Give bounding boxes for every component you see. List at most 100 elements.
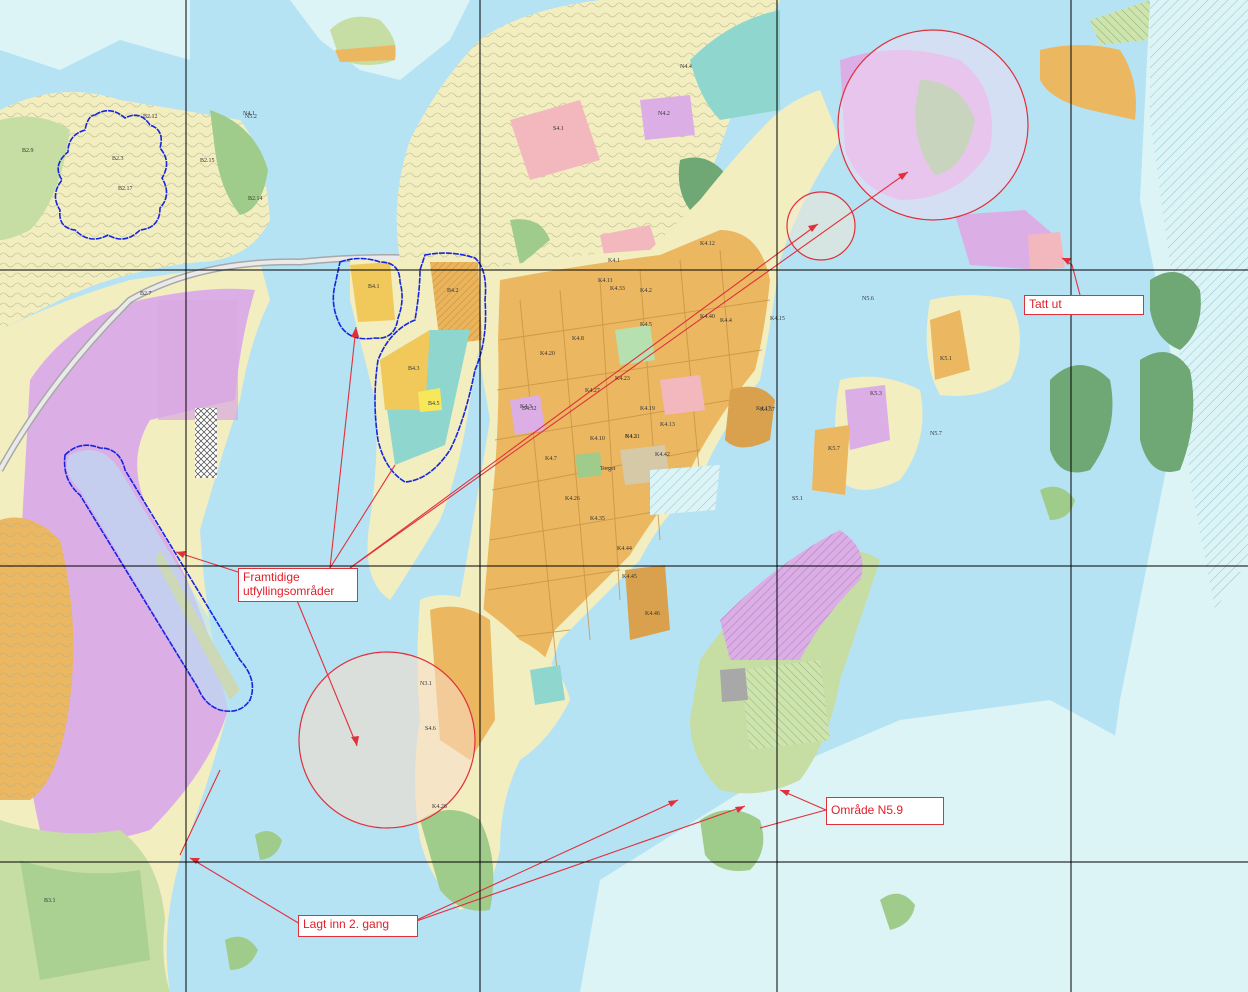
callout-framtidige-utfyllingsomrader: Framtidige utfyllingsområder <box>238 568 358 602</box>
east-pier-block <box>725 386 775 448</box>
cloud-outline-nw <box>54 109 168 240</box>
zone-label: S4.6 <box>425 726 436 732</box>
south-green <box>420 810 494 911</box>
north-industrial-1 <box>640 95 695 140</box>
nw-green-hill <box>210 110 268 215</box>
zone-label: K4.37 <box>760 407 775 413</box>
southeast-grey <box>720 668 748 702</box>
zone-label: K4.17 <box>756 406 771 412</box>
zone-label: B2.7 <box>140 291 152 297</box>
zone-label: K4.2 <box>640 288 652 294</box>
zone-label: K4.27 <box>585 388 600 394</box>
east-commercial-middle <box>930 310 970 380</box>
reclamation-d <box>418 388 442 412</box>
outer-island-6 <box>255 831 282 860</box>
reclamation-a <box>350 262 395 322</box>
east-pier-2 <box>625 565 670 640</box>
zone-label: B4.3 <box>408 366 420 372</box>
outer-island-5 <box>880 893 915 930</box>
outer-island-1 <box>1050 365 1113 473</box>
zone-label: K4.10 <box>590 436 605 442</box>
zone-label: K4.45 <box>622 574 637 580</box>
zone-label: K4.46 <box>645 611 660 617</box>
zone-label: K4.4 <box>720 318 732 324</box>
callout-omrade-n59: Område N5.9 <box>826 797 944 825</box>
circle-south <box>298 651 476 829</box>
outer-island-7 <box>225 936 258 970</box>
zone-label: K4.13 <box>660 422 675 428</box>
west-hatched-pier <box>195 408 217 478</box>
zone-label: K4.8 <box>572 336 584 342</box>
central-public-block <box>660 375 705 415</box>
zone-label: K4.5 <box>640 322 652 328</box>
central-green-block <box>615 325 655 365</box>
northwest-green <box>0 116 70 240</box>
zone-label: K4.19 <box>640 406 655 412</box>
zone-label: K5.7 <box>828 446 840 452</box>
cloud-outline-reclamation-a <box>332 257 403 340</box>
southeast-green-hatch <box>740 660 830 750</box>
east-island-2-red <box>1028 232 1065 270</box>
reclamation-c-res <box>380 330 430 410</box>
zone-label: N5.6 <box>862 296 874 302</box>
zone-label: K5.3 <box>870 391 882 397</box>
callout-framtidige-line1: Framtidige <box>243 570 300 584</box>
east-island-3 <box>1040 45 1136 120</box>
zone-label: B3.1 <box>44 898 56 904</box>
zone-label: K4.7 <box>545 456 557 462</box>
outer-island-3 <box>1150 272 1201 350</box>
zone-label: K4.28 <box>432 804 447 810</box>
south-harbour <box>530 665 565 705</box>
zone-label: K4.42 <box>655 452 670 458</box>
zone-label: N3.1 <box>420 681 432 687</box>
zone-label: B4.32 <box>522 406 537 412</box>
southeast-islands <box>700 810 764 871</box>
zone-label: B2.9 <box>22 148 34 154</box>
zone-label: K4.44 <box>617 546 632 552</box>
zone-label: B4.1 <box>368 284 380 290</box>
zone-label: K4.3 <box>520 404 532 410</box>
northwest-sea-zone <box>0 0 190 70</box>
zone-label: N4.4 <box>680 64 692 70</box>
callout-framtidige-line2: utfyllingsområder <box>243 584 335 598</box>
north-green-2 <box>510 219 550 265</box>
zone-label: N4.1 <box>243 111 255 117</box>
west-pier-1 <box>158 300 238 420</box>
cloud-outline-reclamation-b <box>374 252 487 483</box>
east-commercial-lower <box>812 425 850 495</box>
zone-label: B4.2 <box>447 288 459 294</box>
zone-label: B2.15 <box>200 158 215 164</box>
zone-label: K4.35 <box>590 516 605 522</box>
zone-label: K4.40 <box>700 314 715 320</box>
east-islets <box>1090 0 1150 45</box>
zone-label: N4.2 <box>658 111 670 117</box>
reclamation-b <box>430 262 482 345</box>
zone-label: N4.3 <box>625 434 637 440</box>
west-cloud-zone <box>66 450 246 711</box>
zone-label: S4.1 <box>553 126 564 132</box>
zone-label: S5.1 <box>792 496 803 502</box>
north-public-1 <box>510 100 600 180</box>
zone-label: K4.33 <box>610 286 625 292</box>
east-industrial-lower <box>845 385 890 450</box>
zone-label: N5.2 <box>245 114 257 120</box>
callout-lagt-inn: Lagt inn 2. gang <box>298 915 418 937</box>
zone-label: Torget <box>600 466 616 472</box>
zone-label: K4.26 <box>565 496 580 502</box>
zone-label: N5.7 <box>930 431 942 437</box>
zone-label: B2.14 <box>248 196 263 202</box>
outer-island-4 <box>1040 486 1075 520</box>
zone-label: B2.12 <box>143 114 158 120</box>
cloud-outline-west <box>63 444 254 713</box>
zone-label: K4.20 <box>540 351 555 357</box>
zone-label: K5.1 <box>940 356 952 362</box>
south-sea-zone <box>580 700 1160 992</box>
arrowheads <box>176 172 1071 864</box>
street-grid <box>485 249 771 701</box>
zone-label: K4.12 <box>700 241 715 247</box>
circle-center-e <box>786 191 856 261</box>
zone-label: B2.3 <box>112 156 124 162</box>
zone-label: K4.11 <box>598 278 613 284</box>
central-purple-block <box>510 395 545 435</box>
